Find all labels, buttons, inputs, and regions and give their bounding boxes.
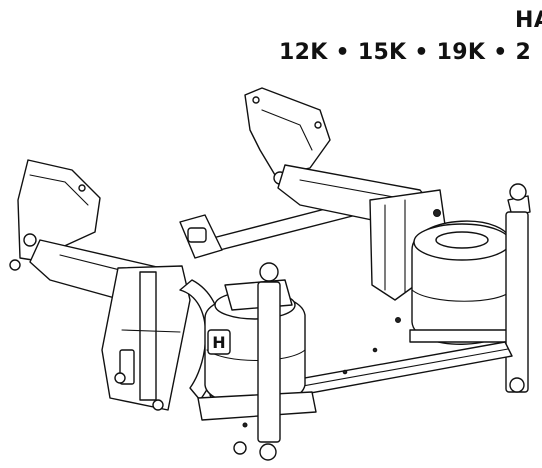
left-shock-absorber <box>233 262 281 461</box>
right-frame-hanger <box>244 87 331 185</box>
right-air-spring <box>409 220 516 345</box>
right-shock-absorber <box>505 183 531 393</box>
fastener-details <box>242 317 401 428</box>
left-air-spring: H <box>197 279 317 421</box>
logo-letter: H <box>212 333 225 352</box>
capacity-list: 12K • 15K • 19K • 2 <box>279 40 532 65</box>
product-title: HA <box>515 8 542 33</box>
left-frame-hanger <box>9 159 101 271</box>
left-axle-seat <box>101 265 191 411</box>
rear-cross-tube <box>179 199 369 259</box>
